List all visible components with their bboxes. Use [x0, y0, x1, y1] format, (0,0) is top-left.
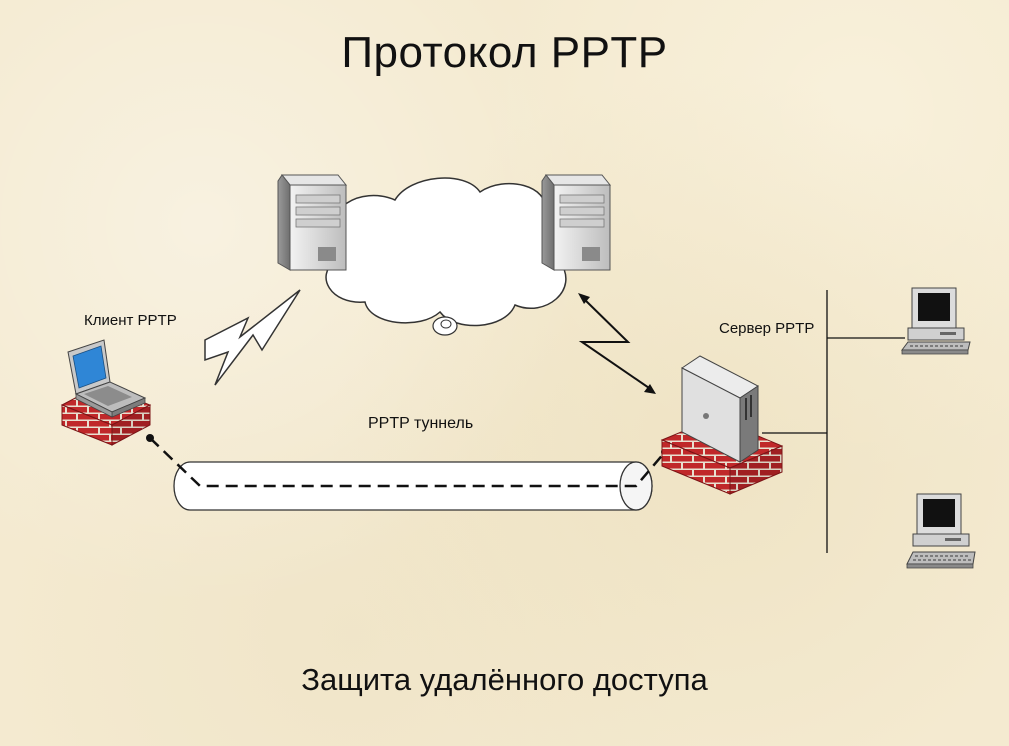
slide-subtitle: Защита удалённого доступа [301, 662, 708, 697]
lan-bus [762, 290, 905, 553]
workstation-icon [901, 287, 971, 355]
link-zigzag [578, 293, 656, 394]
server-icon [277, 174, 348, 271]
cloud-icon [323, 177, 577, 336]
client-label: Клиент PPTP [84, 312, 177, 329]
slide-title: Протокол PPTP [341, 28, 668, 77]
lightning-icon [204, 289, 301, 386]
server-label: Сервер PPTP [719, 320, 815, 337]
server-icon [541, 174, 612, 271]
tunnel-label: PPTP туннель [368, 415, 474, 432]
workstation-icon [906, 493, 976, 569]
tunnel-icon [146, 434, 669, 511]
tower-server-icon [681, 355, 759, 463]
laptop-icon [67, 339, 147, 418]
